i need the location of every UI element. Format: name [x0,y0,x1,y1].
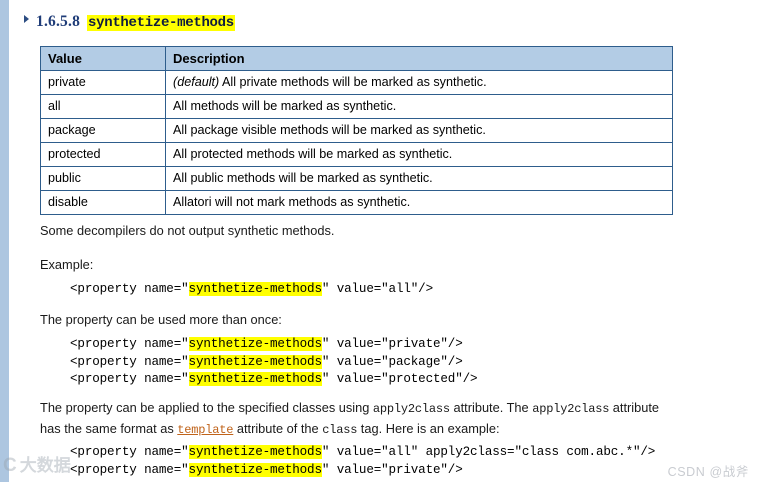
csdn-logo-icon: C [3,455,17,476]
apply-text-part2: attribute. The [449,400,533,415]
template-link[interactable]: template [177,423,234,437]
section-number: 1.6.5.8 [36,13,81,30]
code-line: <property name="synthetize-methods" valu… [70,371,478,389]
cell-description: All protected methods will be marked as … [165,142,673,167]
apply2class-code-1: apply2class [372,402,450,416]
table-row: private(default) All private methods wil… [40,70,673,95]
code-suffix: " value="package"/> [321,354,463,369]
column-header-description: Description [165,46,673,71]
paragraph-more-than-once: The property can be used more than once: [40,312,282,327]
code-suffix: " value="private"/> [321,462,463,477]
cell-value: public [40,166,166,191]
paragraph-apply2class: The property can be applied to the speci… [40,398,668,440]
cell-value: package [40,118,166,143]
column-header-value: Value [40,46,166,71]
cell-description: Allatori will not mark methods as synthe… [165,190,673,215]
code-prefix: <property name=" [70,445,189,459]
code-highlight: synthetize-methods [188,282,322,296]
page-title: 1.6.5.8 synthetize-methods [24,13,235,31]
paragraph-example-label: Example: [40,257,94,272]
code-line: <property name="synthetize-methods" valu… [70,444,655,462]
code-highlight: synthetize-methods [188,337,322,351]
code-block-example: <property name="synthetize-methods" valu… [70,281,433,299]
code-suffix: " value="all"/> [321,282,433,296]
apply-text-part3: attribute has the same format as [40,400,660,436]
code-block-apply2class: <property name="synthetize-methods" valu… [70,444,655,479]
code-suffix: " value="private"/> [321,337,463,351]
cell-description-default-tag: (default) [173,75,220,89]
cell-description: All methods will be marked as synthetic. [165,94,673,119]
cell-value: protected [40,142,166,167]
code-block-multiple: <property name="synthetize-methods" valu… [70,336,478,389]
code-prefix: <property name=" [70,354,189,369]
watermark-left: C 大数据 [3,456,71,475]
values-table: Value Description private(default) All p… [40,46,673,215]
triangle-bullet-icon [24,15,29,23]
apply-text-part5: tag. Here is an example: [357,421,500,436]
code-highlight: synthetize-methods [188,372,322,386]
watermark-left-text: 大数据 [19,456,71,475]
apply-text-part4: attribute of the [233,421,323,436]
code-highlight: synthetize-methods [188,445,322,459]
code-prefix: <property name=" [70,372,189,386]
left-blue-rail [0,0,9,482]
code-line: <property name="synthetize-methods" valu… [70,462,655,480]
code-line: <property name="synthetize-methods" valu… [70,281,433,299]
cell-description: (default) All private methods will be ma… [165,70,673,95]
cell-description: All public methods will be marked as syn… [165,166,673,191]
code-prefix: <property name=" [70,337,189,351]
class-code: class [322,423,358,437]
code-suffix: " value="all" apply2class="class com.abc… [321,445,656,459]
cell-value: private [40,70,166,95]
code-prefix: <property name=" [70,462,189,477]
code-line: <property name="synthetize-methods" valu… [70,336,477,354]
cell-value: all [40,94,166,119]
watermark-right: CSDN @战斧 [667,465,749,479]
code-suffix: " value="protected"/> [321,372,478,386]
code-prefix: <property name=" [70,282,189,296]
table-header-row: Value Description [40,46,673,71]
cell-value: disable [40,190,166,215]
apply-text-part1: The property can be applied to the speci… [40,400,373,415]
cell-description: All package visible methods will be mark… [165,118,673,143]
paragraph-decompilers: Some decompilers do not output synthetic… [40,223,335,238]
code-highlight: synthetize-methods [188,462,322,477]
apply2class-code-2: apply2class [532,402,610,416]
code-line: <property name="synthetize-methods" valu… [70,354,477,372]
code-highlight: synthetize-methods [188,354,322,369]
section-name: synthetize-methods [87,15,235,31]
